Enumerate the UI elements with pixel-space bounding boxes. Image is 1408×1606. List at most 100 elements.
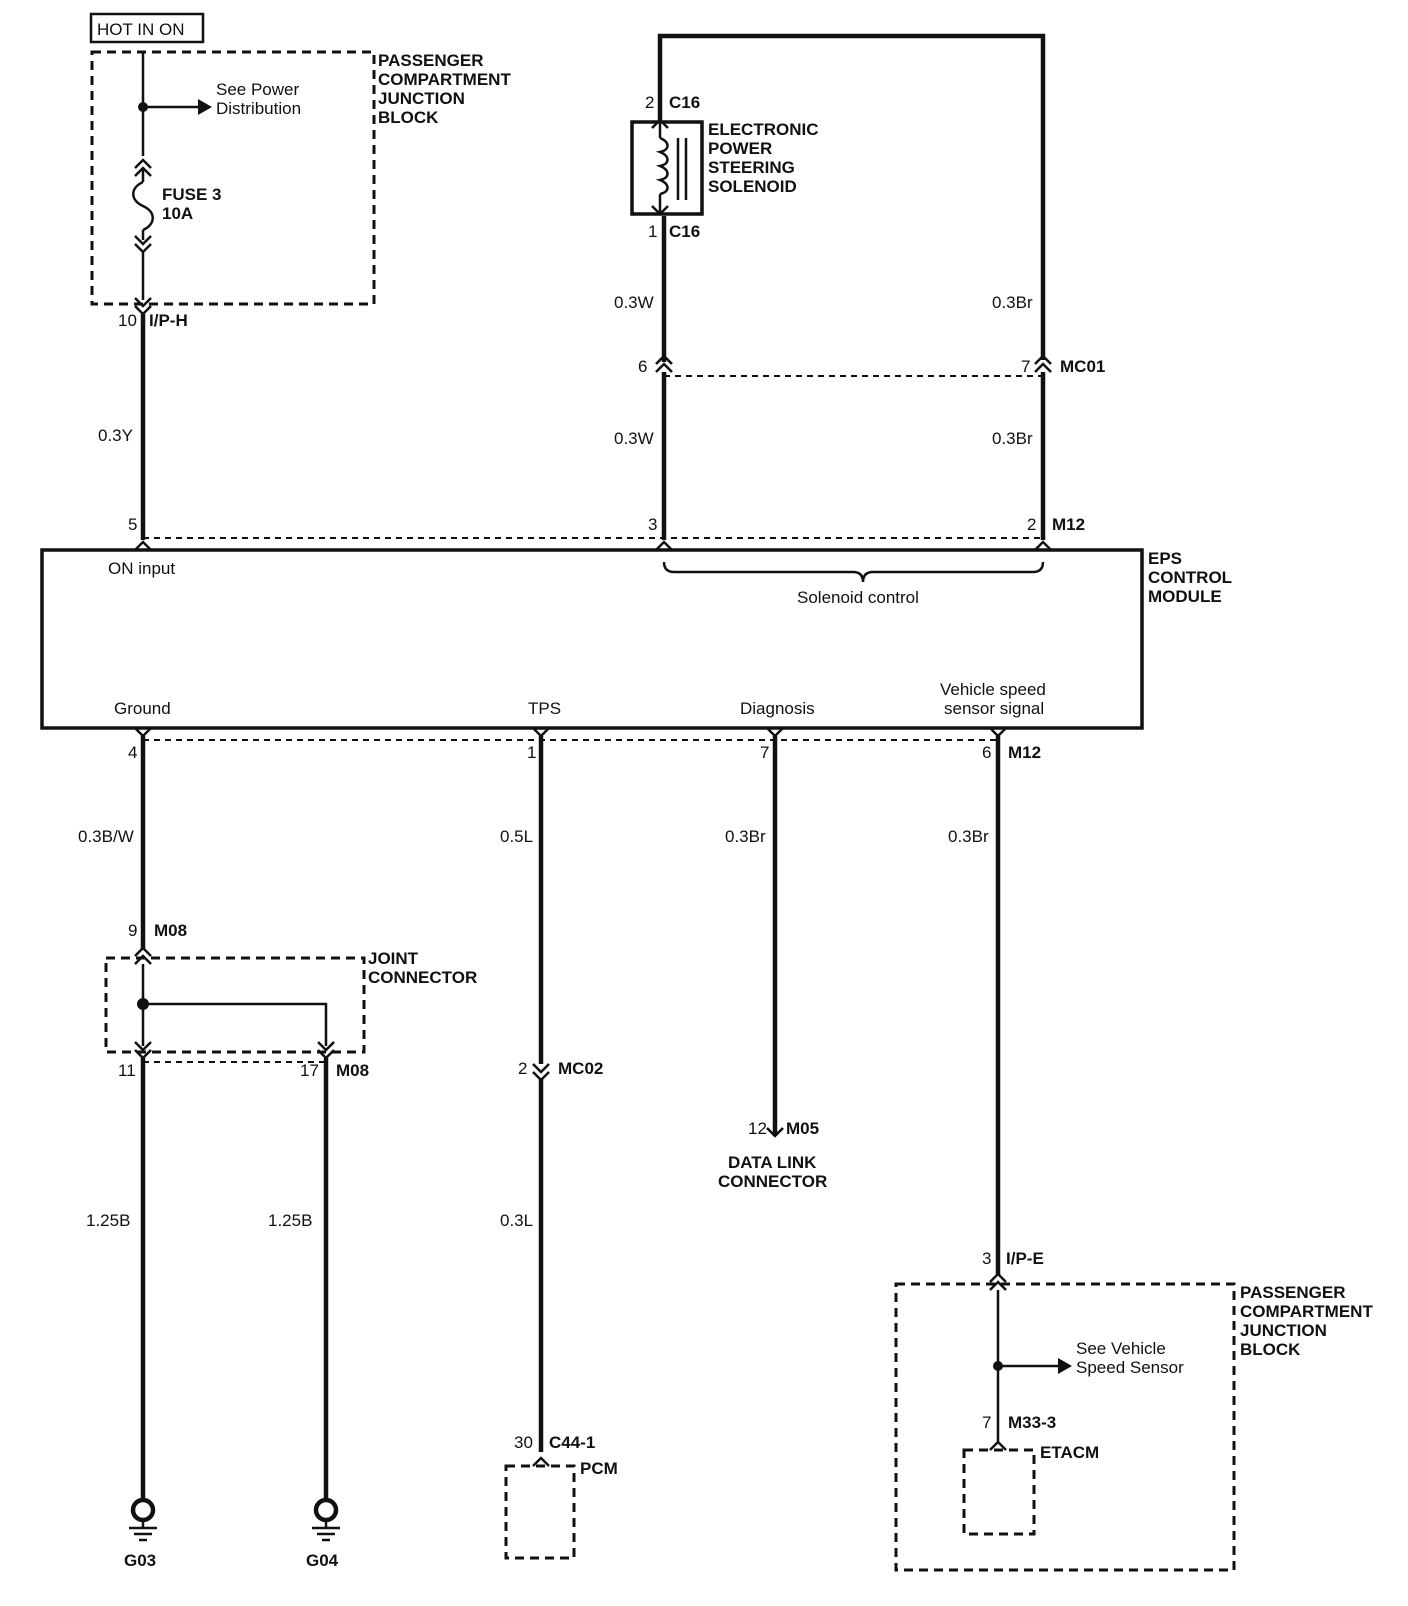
wire-label-0-3w-lower: 0.3W [614, 429, 654, 448]
hot-in-on-label: HOT IN ON [89, 12, 205, 44]
c44-name: C44-1 [549, 1433, 595, 1452]
see-vss-arrow-icon [1058, 1358, 1072, 1374]
m05-pin: 12 [748, 1119, 767, 1138]
eps-on-input-label: ON input [108, 559, 175, 578]
svg-text:STEERING: STEERING [708, 158, 795, 177]
eps-ground-label: Ground [114, 699, 171, 718]
svg-text:EPS: EPS [1148, 549, 1182, 568]
svg-text:PASSENGER: PASSENGER [1240, 1283, 1346, 1302]
mc02-name: MC02 [558, 1059, 603, 1078]
c16-top-pin: 2 [645, 93, 654, 112]
solenoid-label: ELECTRONIC POWER STEERING SOLENOID [708, 120, 819, 196]
svg-text:MODULE: MODULE [1148, 587, 1222, 606]
eps-top-pin-icons [134, 540, 1052, 551]
etacm-label: ETACM [1040, 1443, 1099, 1462]
wire-label-0-3br-vss: 0.3Br [948, 827, 989, 846]
dlc-label: DATA LINK [728, 1153, 817, 1172]
see-power-text: See Power [216, 80, 299, 99]
eps-vss-label: Vehicle speed [940, 680, 1046, 699]
eps-bottom-pin-4: 4 [128, 743, 137, 762]
svg-text:JUNCTION: JUNCTION [1240, 1321, 1327, 1340]
wire-label-0-5l: 0.5L [500, 827, 533, 846]
eps-diagnosis-label: Diagnosis [740, 699, 815, 718]
connector-mc01-icon [655, 354, 1052, 373]
ground-g04-label: G04 [306, 1551, 339, 1570]
hot-in-on-text: HOT IN ON [97, 20, 185, 39]
m33-pin: 7 [982, 1413, 991, 1432]
ip-e-name: I/P-E [1006, 1249, 1044, 1268]
fuse-icon [132, 158, 154, 300]
connector-ip-e-icon [989, 1272, 1007, 1291]
mc01-name: MC01 [1060, 357, 1105, 376]
svg-text:COMPARTMENT: COMPARTMENT [378, 70, 511, 89]
see-power-text-2: Distribution [216, 99, 301, 118]
m05-name: M05 [786, 1119, 819, 1138]
eps-top-pin-3: 3 [648, 515, 657, 534]
wire-label-0-3l: 0.3L [500, 1211, 533, 1230]
m08-pin-out-11: 11 [118, 1061, 136, 1080]
m08-pin-out-17: 17 [300, 1061, 319, 1080]
eps-module-label: EPS CONTROL MODULE [1148, 549, 1232, 606]
mc01-pin-right: 7 [1021, 357, 1030, 376]
svg-text:SOLENOID: SOLENOID [708, 177, 797, 196]
mc01-pin-left: 6 [638, 357, 647, 376]
svg-text:CONTROL: CONTROL [1148, 568, 1232, 587]
eps-top-connector-name: M12 [1052, 515, 1085, 534]
ip-h-pin: 10 [118, 311, 137, 330]
svg-text:BLOCK: BLOCK [378, 108, 439, 127]
pcm-box [504, 1464, 576, 1560]
solenoid-coil-icon [651, 118, 688, 216]
eps-top-pin-2: 2 [1027, 515, 1036, 534]
c44-connector-icon [532, 1456, 550, 1467]
etacm-box [962, 1448, 1036, 1536]
wire-label-0-3br-lower: 0.3Br [992, 429, 1033, 448]
m05-connector-icon [766, 1127, 784, 1138]
wire-label-0-3y: 0.3Y [98, 426, 133, 445]
m08-in-connector-icon [134, 946, 152, 965]
m33-name: M33-3 [1008, 1413, 1056, 1432]
svg-text:POWER: POWER [708, 139, 772, 158]
eps-bottom-pin-6: 6 [982, 743, 991, 762]
top-junction-block-label: PASSENGER COMPARTMENT JUNCTION BLOCK [378, 51, 511, 127]
bottom-junction-block-label: PASSENGER COMPARTMENT JUNCTION BLOCK [1240, 1283, 1373, 1359]
c16-bottom-name: C16 [669, 222, 700, 241]
m08-pin-in: 9 [128, 921, 137, 940]
eps-bottom-pin-7: 7 [760, 743, 769, 762]
joint-connector-label: JOINT [368, 949, 419, 968]
m08-out-connector-icons [134, 1041, 335, 1060]
wire-label-1-25b-a: 1.25B [86, 1211, 130, 1230]
top-junction-block-border [90, 50, 376, 306]
svg-text:BLOCK: BLOCK [1240, 1340, 1301, 1359]
eps-solenoid-control-label: Solenoid control [797, 588, 919, 607]
solenoid-loop-wire [657, 33, 1046, 360]
dlc-label-2: CONNECTOR [718, 1172, 827, 1191]
ground-g03-icon [129, 1497, 157, 1542]
eps-bottom-pin-1: 1 [527, 743, 536, 762]
ground-g04-icon [312, 1497, 340, 1542]
wire-label-0-3w-upper: 0.3W [614, 293, 654, 312]
see-power-arrow-icon [198, 99, 212, 115]
eps-top-pin-5: 5 [128, 515, 137, 534]
solenoid-control-brace [662, 561, 1045, 583]
m08-name-top: M08 [154, 921, 187, 940]
solenoid-box [630, 120, 704, 216]
joint-wire-branch [143, 1002, 328, 1046]
svg-text:JUNCTION: JUNCTION [378, 89, 465, 108]
c44-pin: 30 [514, 1433, 533, 1452]
eps-bottom-connector-name: M12 [1008, 743, 1041, 762]
fuse-rating: 10A [162, 204, 193, 223]
svg-text:ELECTRONIC: ELECTRONIC [708, 120, 819, 139]
eps-vss-label-2: sensor signal [944, 699, 1044, 718]
c16-top-name: C16 [669, 93, 700, 112]
m33-connector-icon [989, 1440, 1007, 1451]
wire-label-0-3br-diagnosis: 0.3Br [725, 827, 766, 846]
connector-mc02-icon [532, 1063, 550, 1082]
m08-name-bottom: M08 [336, 1061, 369, 1080]
see-vss-text-2: Speed Sensor [1076, 1358, 1184, 1377]
eps-control-module-box [40, 548, 1144, 730]
ground-g03-label: G03 [124, 1551, 156, 1570]
svg-text:PASSENGER: PASSENGER [378, 51, 484, 70]
ip-h-name: I/P-H [149, 311, 188, 330]
bottom-junction-block-border [894, 1282, 1236, 1572]
